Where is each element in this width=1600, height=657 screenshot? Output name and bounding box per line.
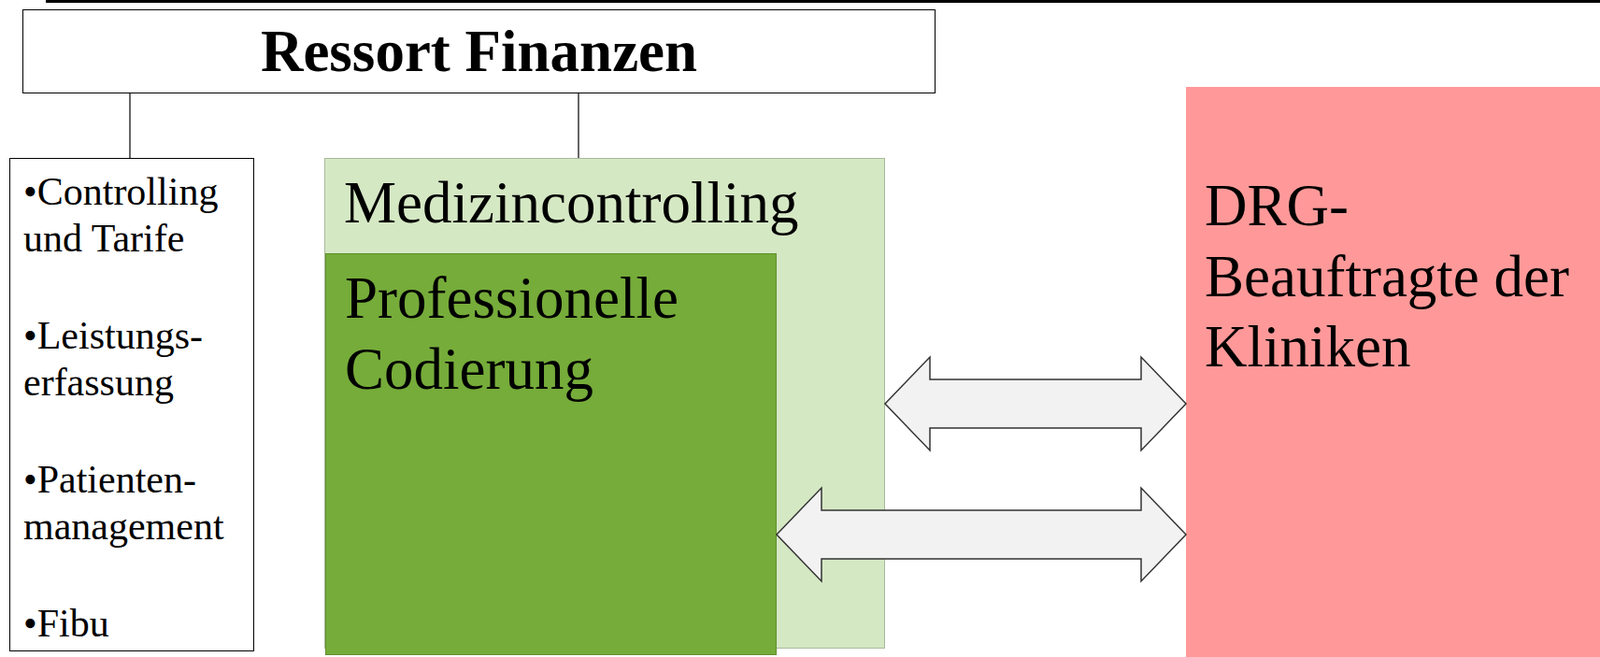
box-label: •Leistungs- erfassung [23, 312, 241, 407]
box-label: •Patienten- management [23, 456, 241, 551]
double-block-arrow [885, 357, 1186, 451]
box-label: •Controlling und Tarife [23, 168, 241, 263]
box-label: DRG- Beauftragte der Kliniken [1204, 171, 1591, 384]
box-label: Medizincontrolling [343, 168, 866, 240]
task-list-box: •Controlling und Tarife •Leistungs- erfas… [9, 157, 255, 652]
connector-line [577, 93, 580, 158]
box-label: Ressort Finanzen [260, 17, 698, 86]
box-label: Professionelle Codierung [344, 263, 758, 405]
top-rule [45, 0, 1600, 3]
box-label: •Fibu [23, 600, 241, 647]
unit-box: MedizincontrollingProfessionelle Codieru… [324, 157, 886, 649]
partner-box: DRG- Beauftragte der Kliniken [1185, 86, 1600, 657]
subunit-box: Professionelle Codierung [325, 253, 777, 656]
department-box: Ressort Finanzen [22, 9, 936, 94]
connector-line [128, 93, 131, 158]
